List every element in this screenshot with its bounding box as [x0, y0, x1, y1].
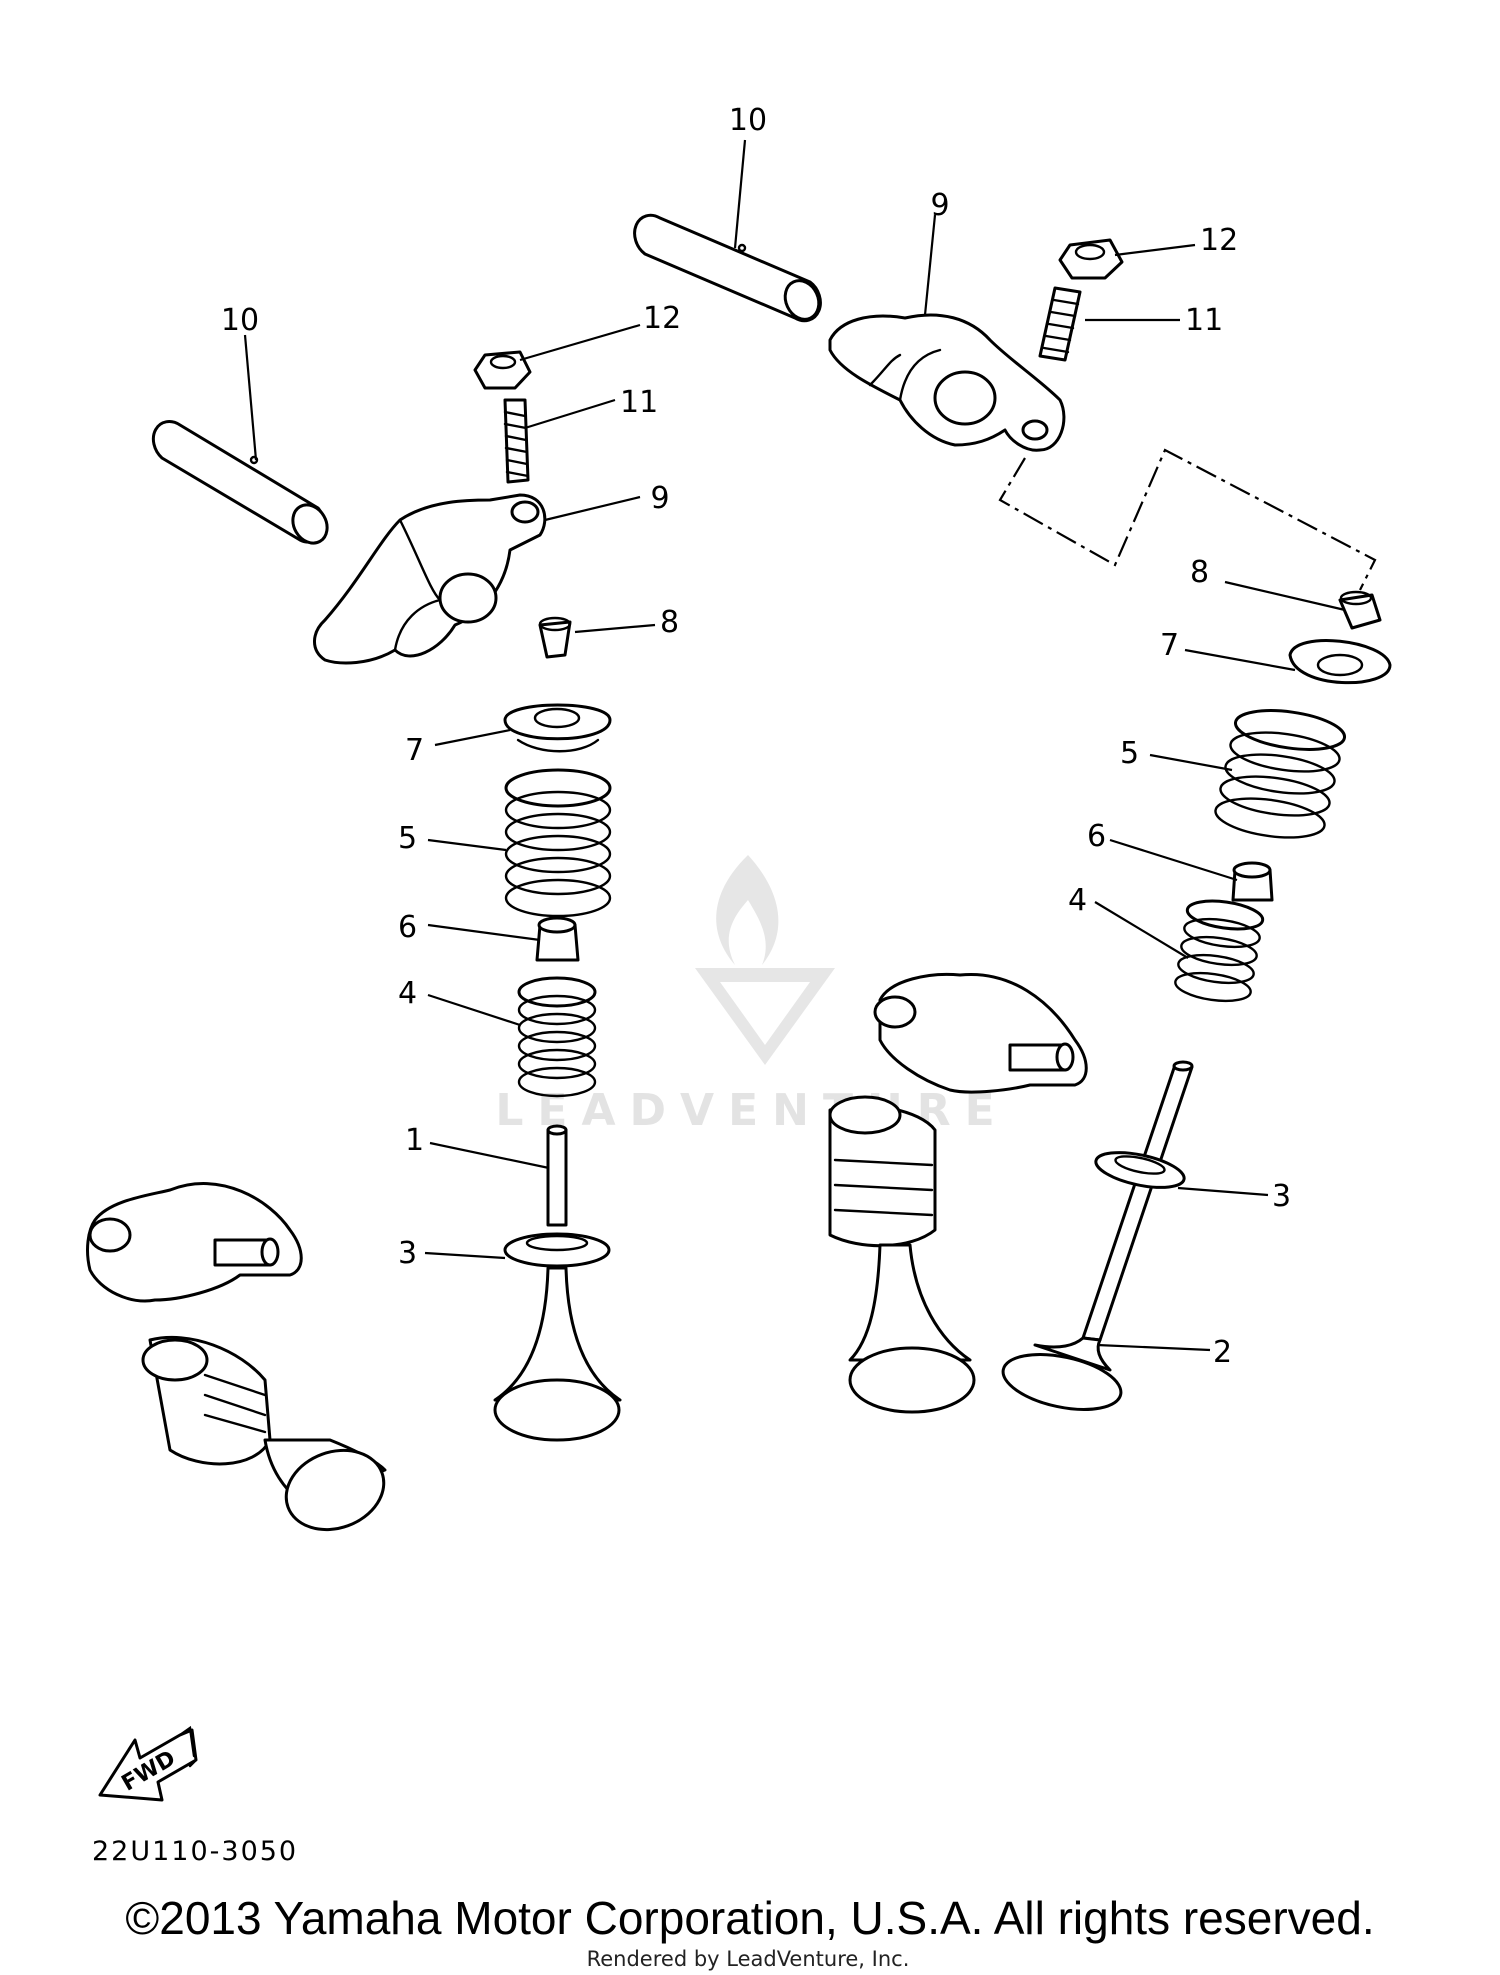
callout-12: 12	[643, 301, 681, 336]
callout-4: 4	[1068, 883, 1087, 918]
callout-11: 11	[1185, 303, 1223, 338]
callout-6: 6	[398, 910, 417, 945]
callout-2: 2	[1213, 1335, 1232, 1370]
callout-9: 9	[650, 481, 669, 516]
locknut-left	[473, 350, 532, 390]
rocker-shaft-right	[633, 213, 822, 323]
callout-8: 8	[660, 605, 679, 640]
rendered-by-notice: Rendered by LeadVenture, Inc.	[587, 1947, 910, 1971]
leader-lines	[243, 139, 1346, 1352]
rocker-shaft-left	[151, 420, 329, 545]
valve-spring-outer-right	[1214, 709, 1347, 839]
adjust-screw-left	[503, 398, 530, 484]
rocker-arm-left	[313, 493, 547, 665]
spring-retainer-right	[1288, 639, 1392, 685]
callout-8: 8	[1190, 555, 1209, 590]
intake-valve	[493, 1124, 622, 1442]
valve-spring-outer-left	[504, 768, 612, 918]
callout-7: 7	[405, 733, 424, 768]
callout-1: 1	[405, 1123, 424, 1158]
valve-spring-inner-left	[517, 976, 597, 1098]
callout-6: 6	[1087, 819, 1106, 854]
locknut-right	[1058, 238, 1124, 280]
adjust-screw-right	[1038, 286, 1082, 362]
valve-stem-seal-right	[1231, 861, 1274, 902]
rocker-arm-right	[828, 313, 1066, 452]
callout-10: 10	[729, 103, 767, 138]
copyright-notice: ©2013 Yamaha Motor Corporation, U.S.A. A…	[125, 1892, 1374, 1944]
valve-cotter-right	[1338, 590, 1382, 630]
callout-7: 7	[1160, 628, 1179, 663]
callout-12: 12	[1200, 223, 1238, 258]
callout-9: 9	[930, 188, 949, 223]
callout-labels: 10 10 9 9 12 12 11 11 8 8 7 7 5 5 6 6 4 …	[221, 103, 1291, 1370]
spring-retainer-left	[503, 703, 612, 753]
callout-10: 10	[221, 303, 259, 338]
callout-5: 5	[1120, 736, 1139, 771]
forward-direction-arrow: FWD	[98, 1725, 198, 1802]
valve-stem-seal-left	[535, 916, 580, 962]
callout-5: 5	[398, 821, 417, 856]
assembled-view-left	[86, 1182, 387, 1532]
valve-cotter-left	[538, 616, 572, 659]
alignment-dashed-line	[998, 448, 1377, 591]
exhaust-valve	[1001, 1060, 1194, 1411]
callout-3: 3	[398, 1236, 417, 1271]
diagram-code: 22U110-3050	[92, 1836, 298, 1867]
callout-4: 4	[398, 976, 417, 1011]
callout-11: 11	[620, 385, 658, 420]
assembled-view-right	[828, 972, 1088, 1414]
valve-spring-inner-right	[1174, 899, 1265, 1003]
callout-3: 3	[1272, 1179, 1291, 1214]
